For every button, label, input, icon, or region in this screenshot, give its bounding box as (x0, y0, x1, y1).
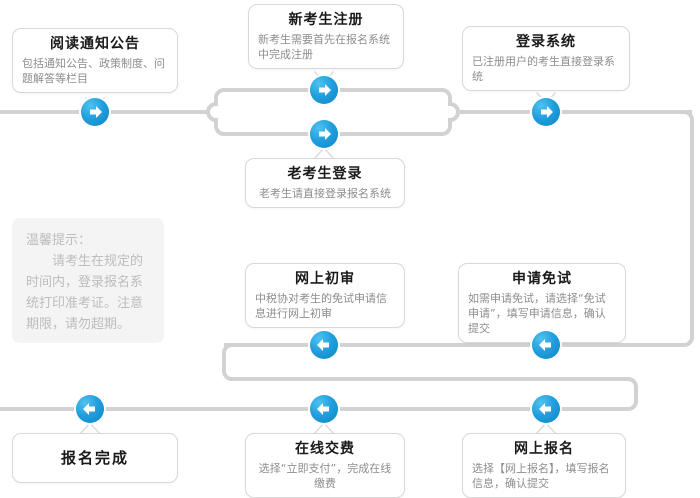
node-old-candidate-login[interactable]: 老考生登录 老考生请直接登录报名系统 (245, 158, 405, 208)
node-title: 报名完成 (60, 449, 129, 467)
tail-online-payment (315, 424, 333, 434)
node-desc: 包括通知公告、政策制度、问题解答等栏目 (22, 57, 165, 85)
node-title: 新考生注册 (288, 12, 364, 28)
node-online-first-review[interactable]: 网上初审 中税协对考生的免试申请信息进行网上初审 (245, 263, 405, 328)
node-title: 网上初审 (295, 271, 355, 287)
node-title: 登录系统 (516, 34, 576, 50)
arrow-read-notice[interactable] (81, 98, 109, 126)
node-desc: 老考生请直接登录报名系统 (259, 187, 391, 200)
node-title: 网上报名 (514, 441, 574, 457)
arrow-new-candidate[interactable] (310, 76, 338, 104)
node-online-registration[interactable]: 网上报名 选择【网上报名】，填写报名信息，确认提交 (462, 433, 626, 498)
arrow-online-first-review[interactable] (310, 331, 338, 359)
node-title: 老考生登录 (287, 166, 363, 182)
node-desc: 新考生需要首先在报名系统中完成注册 (258, 33, 390, 61)
node-desc: 中税协对考生的免试申请信息进行网上初审 (255, 292, 387, 320)
arrow-registration-complete[interactable] (76, 395, 104, 423)
node-new-candidate-register[interactable]: 新考生注册 新考生需要首先在报名系统中完成注册 (248, 4, 404, 69)
node-online-payment[interactable]: 在线交费 选择“立即支付”，完成在线缴费 (245, 433, 405, 498)
node-title: 申请免试 (512, 271, 572, 287)
tip-note: 温馨提示： 请考生在规定的时间内，登录报名系统打印准考证。注意期限，请勿超期。 (12, 218, 164, 343)
tip-body: 请考生在规定的时间内，登录报名系统打印准考证。注意期限，请勿超期。 (26, 254, 144, 332)
tail-online-registration (537, 424, 555, 434)
node-title: 在线交费 (295, 441, 355, 457)
tip-heading: 温馨提示： (26, 233, 92, 248)
node-desc: 选择“立即支付”，完成在线缴费 (258, 462, 392, 490)
arrow-old-candidate[interactable] (310, 120, 338, 148)
node-title: 阅读通知公告 (50, 36, 140, 52)
node-read-notice[interactable]: 阅读通知公告 包括通知公告、政策制度、问题解答等栏目 (12, 28, 178, 93)
node-login-system[interactable]: 登录系统 已注册用户的考生直接登录系统 (462, 26, 630, 91)
arrow-login-system[interactable] (532, 98, 560, 126)
arrow-online-payment[interactable] (310, 395, 338, 423)
node-desc: 已注册用户的考生直接登录系统 (472, 55, 615, 83)
arrow-online-registration[interactable] (532, 395, 560, 423)
node-desc: 选择【网上报名】，填写报名信息，确认提交 (472, 462, 610, 490)
node-desc: 如需申请免试，请选择“免试申请”，填写申请信息，确认提交 (468, 292, 606, 335)
node-registration-complete[interactable]: 报名完成 (12, 433, 178, 483)
tail-registration-complete (81, 424, 99, 434)
arrow-apply-exemption[interactable] (532, 331, 560, 359)
